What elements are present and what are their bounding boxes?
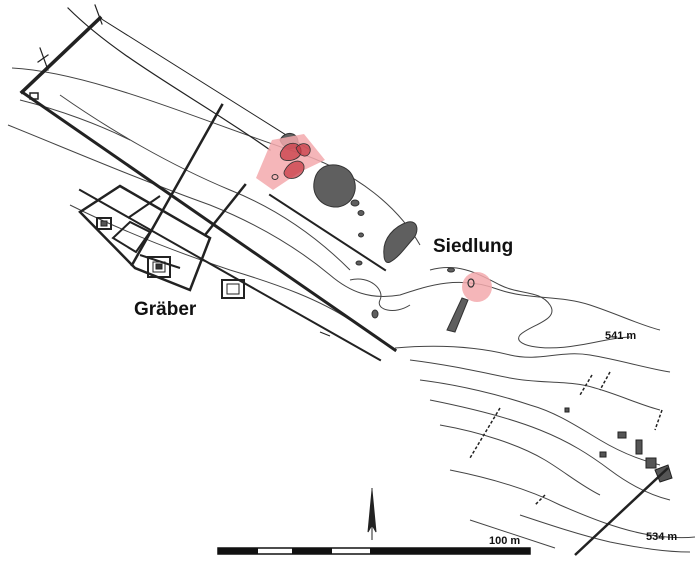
- contour-line: [59, 94, 351, 271]
- grave-structure: [96, 217, 112, 230]
- road-line: [39, 47, 49, 71]
- highlight-pit: [271, 174, 279, 180]
- road-line: [130, 103, 224, 267]
- highlight-zones: [256, 134, 492, 302]
- section-lines: [469, 371, 663, 506]
- highlight-pit: [295, 143, 311, 157]
- highlight-zone-east: [462, 272, 492, 302]
- east-structure: [564, 407, 570, 413]
- contour-line: [419, 379, 661, 466]
- road-line: [268, 193, 387, 272]
- contour-line: [439, 424, 601, 496]
- settlement-pit: [357, 210, 365, 216]
- settlement-trench: [446, 297, 469, 333]
- highlight-pit: [283, 160, 305, 179]
- contour-line: [449, 469, 696, 539]
- east-structure: [635, 439, 643, 455]
- scale-label: 100 m: [489, 535, 521, 547]
- grave-structure: [100, 220, 108, 227]
- highlight-pit: [279, 142, 302, 161]
- grave-structure: [221, 279, 245, 299]
- scale-bar-segment: [292, 548, 332, 554]
- scale-bar-segment: [370, 548, 530, 554]
- settlement-pit: [313, 164, 356, 208]
- settlement-features: [279, 133, 469, 333]
- road-line: [78, 188, 382, 362]
- label-settlement: Siedlung: [433, 236, 514, 257]
- contour-line: [469, 519, 556, 549]
- road-line: [574, 467, 669, 556]
- section-line: [654, 409, 663, 431]
- east-structure: [599, 451, 607, 458]
- grave-structure: [29, 92, 39, 100]
- east-structure: [645, 457, 657, 469]
- contour-line: [429, 267, 631, 349]
- road-line: [203, 183, 247, 237]
- road-line: [99, 17, 311, 151]
- scale-bar-segment: [218, 548, 258, 554]
- contour-line: [19, 99, 131, 141]
- contour-line: [394, 345, 671, 373]
- contour-line: [349, 278, 411, 311]
- road-line: [19, 15, 103, 95]
- contour-line: [11, 67, 421, 246]
- east-structure: [617, 431, 627, 439]
- contour-lines: [7, 67, 696, 553]
- settlement-pit: [383, 221, 418, 263]
- road-line: [94, 4, 103, 25]
- settlement-pit: [355, 260, 363, 266]
- contour-label-upper: 541 m: [605, 330, 637, 342]
- settlement-pit: [358, 232, 364, 238]
- highlight-pit: [467, 278, 475, 288]
- enclosure-wall: [127, 195, 161, 219]
- contour-label-lower: 534 m: [646, 531, 678, 543]
- grave-structure: [226, 283, 240, 295]
- grave-structure: [152, 261, 166, 273]
- section-line: [534, 494, 546, 506]
- road-line: [19, 89, 398, 353]
- settlement-pit: [371, 309, 379, 319]
- contour-line: [519, 514, 691, 553]
- road-line: [37, 54, 49, 63]
- grave-structure: [147, 256, 171, 278]
- road-line: [319, 331, 331, 337]
- enclosure-inner: [111, 220, 152, 254]
- contour-line: [409, 359, 661, 411]
- contour-line: [7, 124, 661, 331]
- contour-line: [429, 399, 671, 501]
- grave-complex: [29, 92, 245, 299]
- grave-structure: [155, 263, 163, 270]
- settlement-pit: [447, 267, 455, 273]
- label-graves: Gräber: [134, 299, 197, 320]
- scale-bar: [217, 547, 531, 555]
- settlement-pit: [350, 199, 360, 207]
- section-line: [599, 371, 611, 391]
- enclosure-outer: [78, 184, 212, 292]
- section-line: [579, 374, 593, 396]
- road-lines: [19, 4, 398, 362]
- north-arrow-icon: [367, 488, 377, 540]
- contour-line: [69, 204, 351, 321]
- road-line: [67, 7, 271, 151]
- east-structures: [564, 407, 673, 483]
